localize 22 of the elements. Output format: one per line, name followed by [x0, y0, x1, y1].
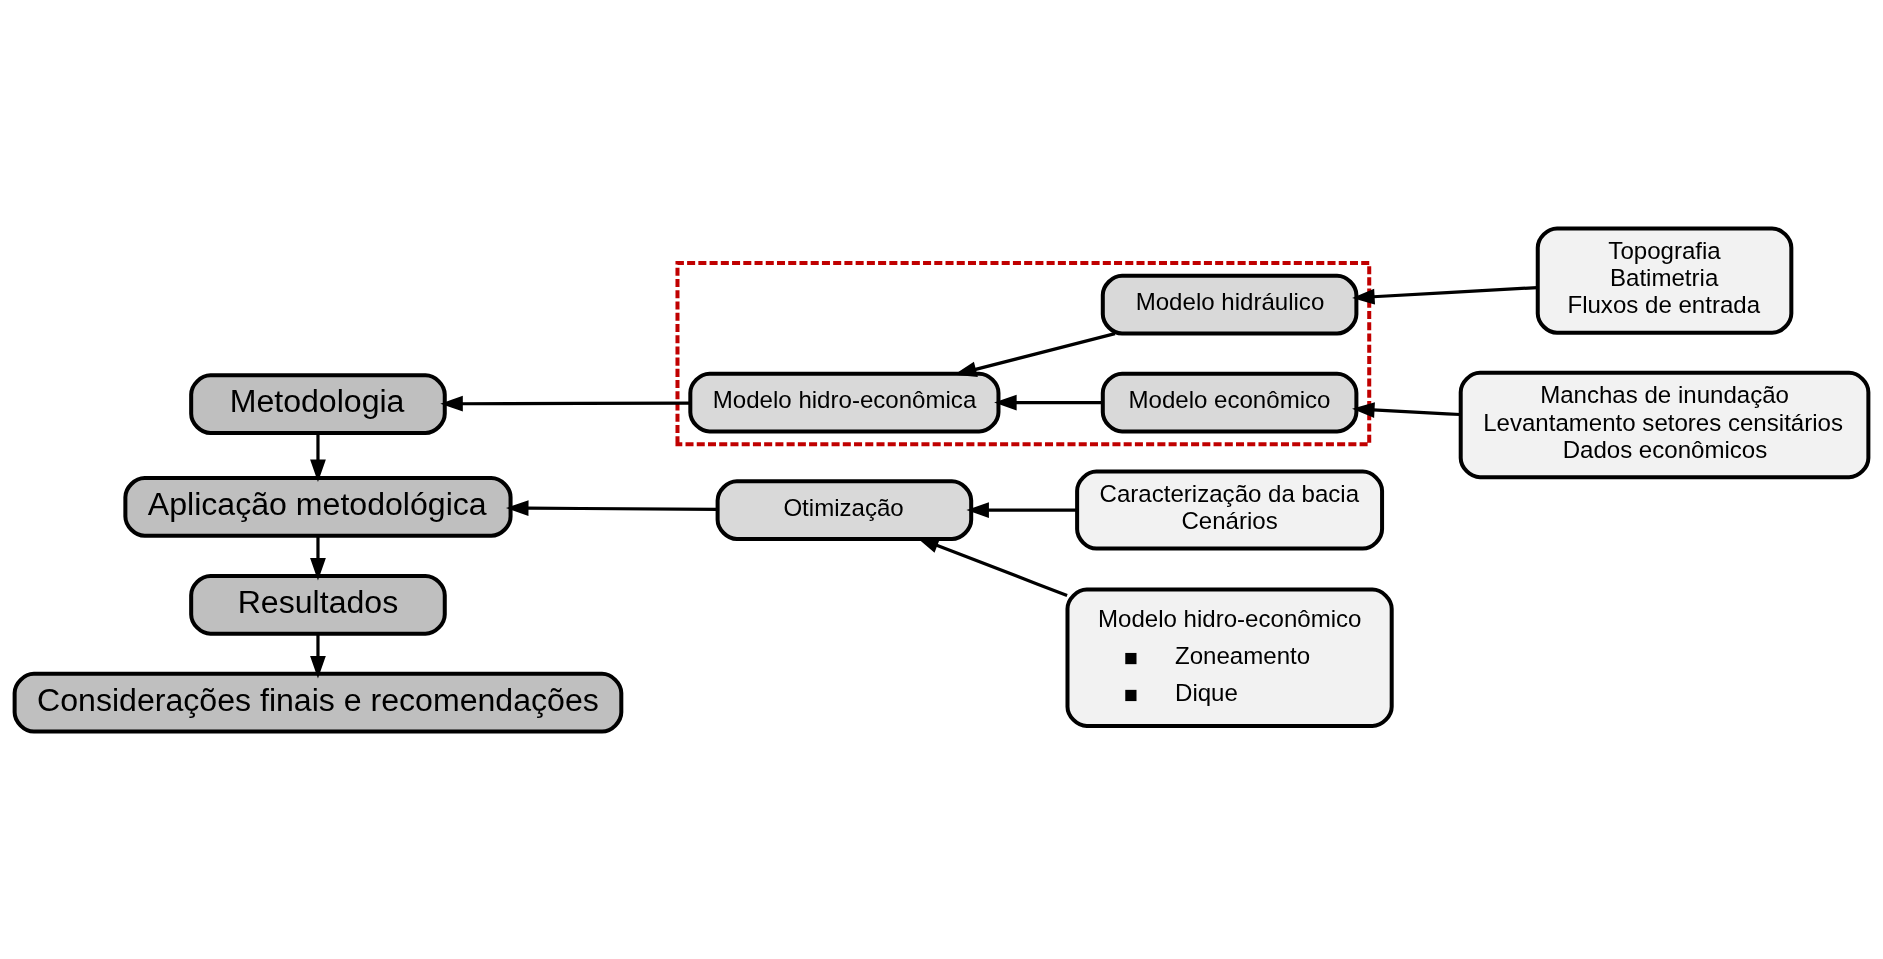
node-box: Modelo hidro-econômico Zoneamento Dique — [1065, 587, 1394, 728]
arrow — [1352, 401, 1461, 418]
arrow — [506, 499, 718, 516]
node-box: Aplicação metodológica — [123, 475, 513, 538]
node-box: Modelo hidro-econômica — [688, 371, 1001, 433]
node-box: Caracterização da bacia Cenários — [1075, 469, 1385, 551]
node-box: Otimização — [715, 478, 974, 541]
node-box: Topografia Batimetria Fluxos de entrada — [1535, 225, 1794, 335]
arrow — [310, 432, 326, 482]
node-box: Modelo hidráulico — [1100, 273, 1359, 336]
arrow — [440, 395, 691, 412]
arrow — [1352, 285, 1538, 305]
arrow — [966, 501, 1077, 518]
arrow — [994, 394, 1103, 410]
cluster — [675, 260, 1372, 446]
node-box: Manchas de inundação Levantamento setores censitários Dados econômicos — [1458, 370, 1871, 479]
node-box: Resultados — [189, 573, 447, 636]
node-box: Considerações finais e recomendações — [12, 671, 624, 734]
arrow — [310, 535, 326, 581]
node-box: Modelo econômico — [1100, 371, 1359, 433]
arrow — [310, 633, 326, 678]
node-box: Metodologia — [189, 372, 447, 435]
